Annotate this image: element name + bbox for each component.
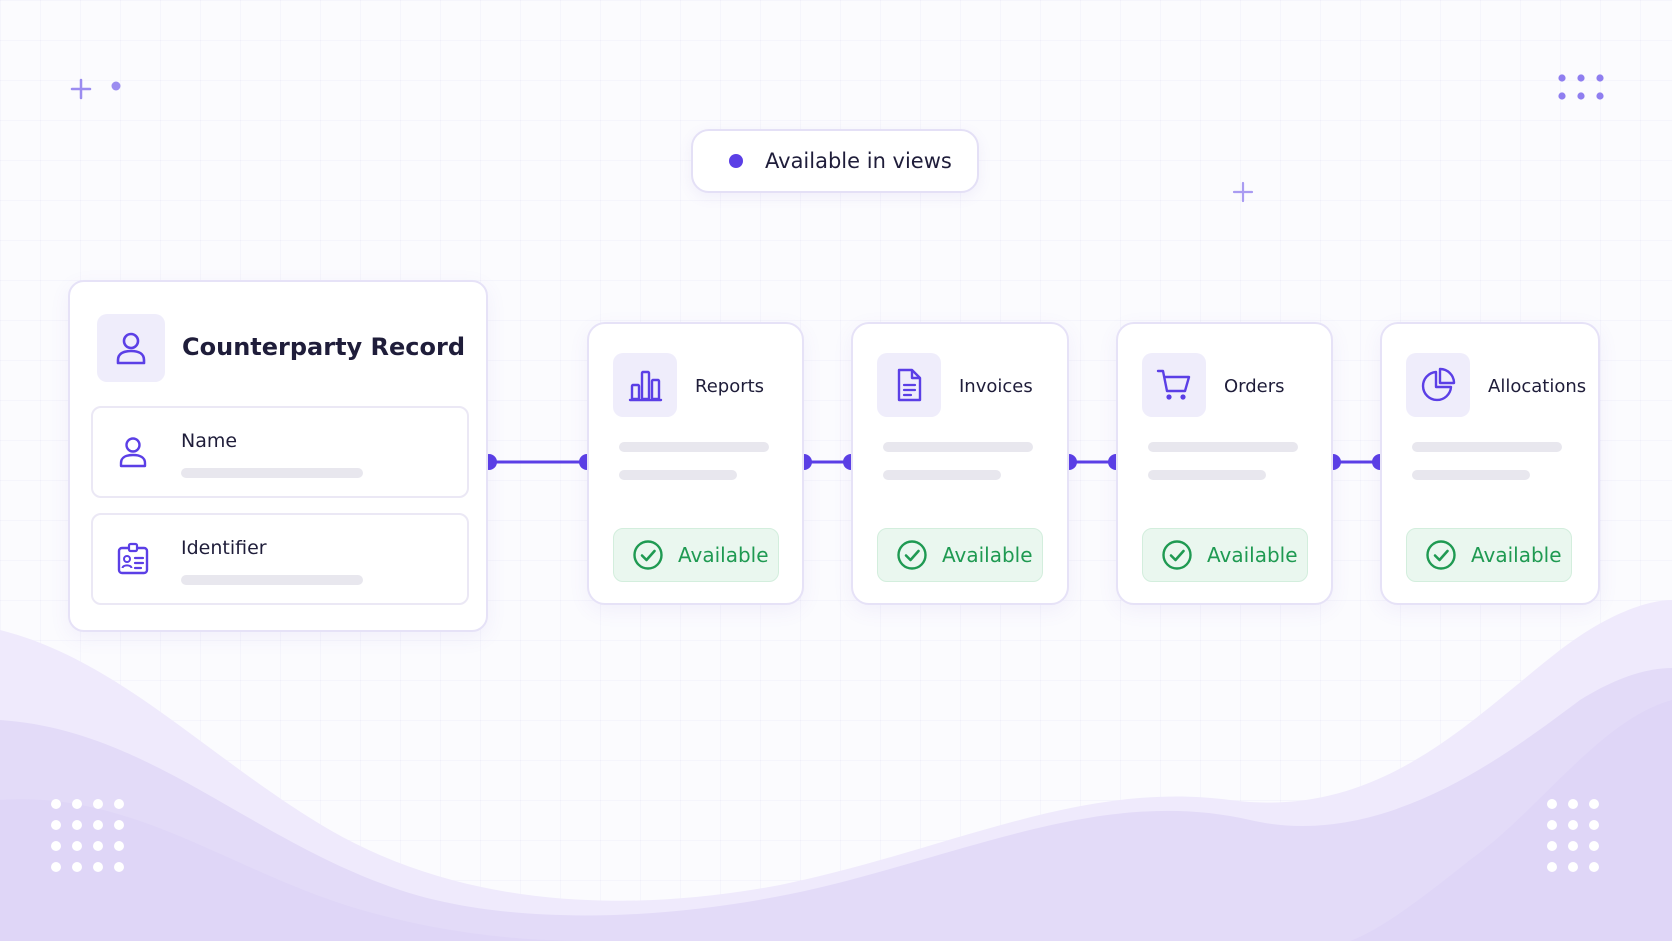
bar-chart-icon (613, 353, 677, 417)
placeholder-bar (883, 470, 1001, 480)
dot-grid-icon (1547, 799, 1599, 872)
id-badge-icon (117, 542, 149, 575)
placeholder-bar (1148, 442, 1298, 452)
placeholder-bar (181, 575, 363, 585)
check-circle-icon (897, 540, 927, 570)
placeholder-bar (1148, 470, 1266, 480)
placeholder-bar (883, 442, 1033, 452)
field-label: Name (181, 430, 238, 452)
dot-grid-icon (1558, 74, 1604, 100)
pie-chart-icon (1406, 353, 1470, 417)
dot-grid-icon (51, 799, 124, 872)
available-badge: Available (877, 528, 1043, 582)
legend-pill: Available in views (691, 129, 979, 193)
field-identifier: Identifier (91, 513, 469, 605)
placeholder-bar (1412, 442, 1562, 452)
view-label: Orders (1224, 376, 1285, 397)
placeholder-bar (619, 470, 737, 480)
field-label: Identifier (181, 537, 267, 559)
check-circle-icon (633, 540, 663, 570)
available-badge: Available (1406, 528, 1572, 582)
view-card-reports: Reports Available (587, 322, 804, 605)
placeholder-bar (1412, 470, 1530, 480)
document-icon (877, 353, 941, 417)
check-circle-icon (1162, 540, 1192, 570)
placeholder-bar (181, 468, 363, 478)
status-label: Available (942, 543, 1033, 567)
user-icon (97, 314, 165, 382)
user-icon (119, 437, 147, 468)
status-label: Available (1207, 543, 1298, 567)
view-label: Reports (695, 376, 765, 397)
legend-label: Available in views (765, 149, 952, 173)
available-badge: Available (613, 528, 779, 582)
purple-dot-icon (729, 154, 743, 168)
dot-icon (111, 81, 121, 91)
counterparty-record-card: Counterparty Record Name Identifier (68, 280, 488, 632)
field-name: Name (91, 406, 469, 498)
check-circle-icon (1426, 540, 1456, 570)
view-card-allocations: Allocations Available (1380, 322, 1600, 605)
view-label: Invoices (959, 376, 1033, 397)
placeholder-bar (619, 442, 769, 452)
plus-icon (70, 78, 92, 100)
record-title: Counterparty Record (182, 333, 466, 361)
view-card-invoices: Invoices Available (851, 322, 1069, 605)
view-label: Allocations (1488, 376, 1587, 397)
plus-icon (1232, 181, 1254, 203)
view-card-orders: Orders Available (1116, 322, 1333, 605)
available-badge: Available (1142, 528, 1308, 582)
status-label: Available (678, 543, 769, 567)
cart-icon (1142, 353, 1206, 417)
status-label: Available (1471, 543, 1562, 567)
